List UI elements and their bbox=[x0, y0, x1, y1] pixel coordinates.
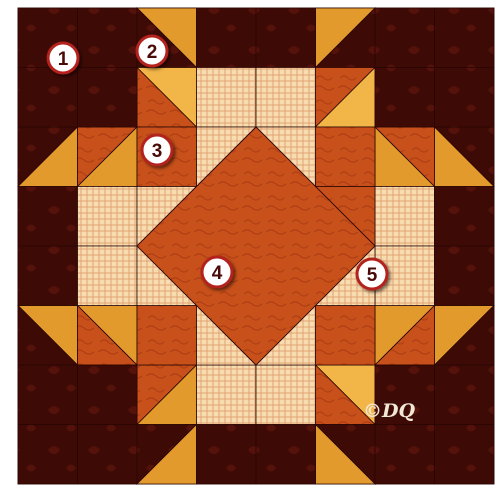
rust-patch bbox=[316, 306, 376, 366]
background-patch bbox=[78, 8, 138, 68]
background-patch bbox=[18, 187, 78, 247]
background-patch bbox=[435, 425, 495, 485]
background-patch bbox=[375, 8, 435, 68]
background-patch bbox=[197, 425, 257, 485]
marker-label: 4 bbox=[212, 263, 223, 284]
quilt-block bbox=[18, 8, 494, 484]
copyright-mark: ©DQ bbox=[363, 400, 415, 422]
background-patch bbox=[18, 365, 78, 425]
background-patch bbox=[435, 8, 495, 68]
background-patch bbox=[18, 68, 78, 128]
background-patch bbox=[435, 187, 495, 247]
background-patch bbox=[435, 246, 495, 306]
marker-3: 3 bbox=[142, 135, 172, 165]
marker-label: 2 bbox=[147, 42, 158, 63]
marker-label: 1 bbox=[58, 49, 69, 70]
background-patch bbox=[256, 425, 316, 485]
background-patch bbox=[18, 246, 78, 306]
copyright-text: ©DQ bbox=[363, 400, 415, 422]
marker-5: 5 bbox=[357, 259, 387, 289]
marker-1: 1 bbox=[48, 43, 78, 73]
rust-patch bbox=[137, 306, 197, 366]
check-patch bbox=[256, 68, 316, 128]
marker-4: 4 bbox=[202, 257, 232, 287]
check-patch bbox=[256, 365, 316, 425]
background-patch bbox=[18, 425, 78, 485]
background-patch bbox=[375, 425, 435, 485]
background-patch bbox=[435, 365, 495, 425]
background-patch bbox=[435, 68, 495, 128]
check-patch bbox=[78, 187, 138, 247]
check-patch bbox=[78, 246, 138, 306]
background-patch bbox=[375, 68, 435, 128]
check-patch bbox=[197, 365, 257, 425]
marker-2: 2 bbox=[137, 36, 167, 66]
background-patch bbox=[78, 425, 138, 485]
rust-patch bbox=[316, 127, 376, 187]
background-patch bbox=[197, 8, 257, 68]
check-patch bbox=[197, 68, 257, 128]
check-patch bbox=[375, 187, 435, 247]
background-patch bbox=[78, 68, 138, 128]
background-patch bbox=[256, 8, 316, 68]
background-patch bbox=[78, 365, 138, 425]
marker-label: 3 bbox=[152, 141, 163, 162]
marker-label: 5 bbox=[367, 265, 378, 286]
